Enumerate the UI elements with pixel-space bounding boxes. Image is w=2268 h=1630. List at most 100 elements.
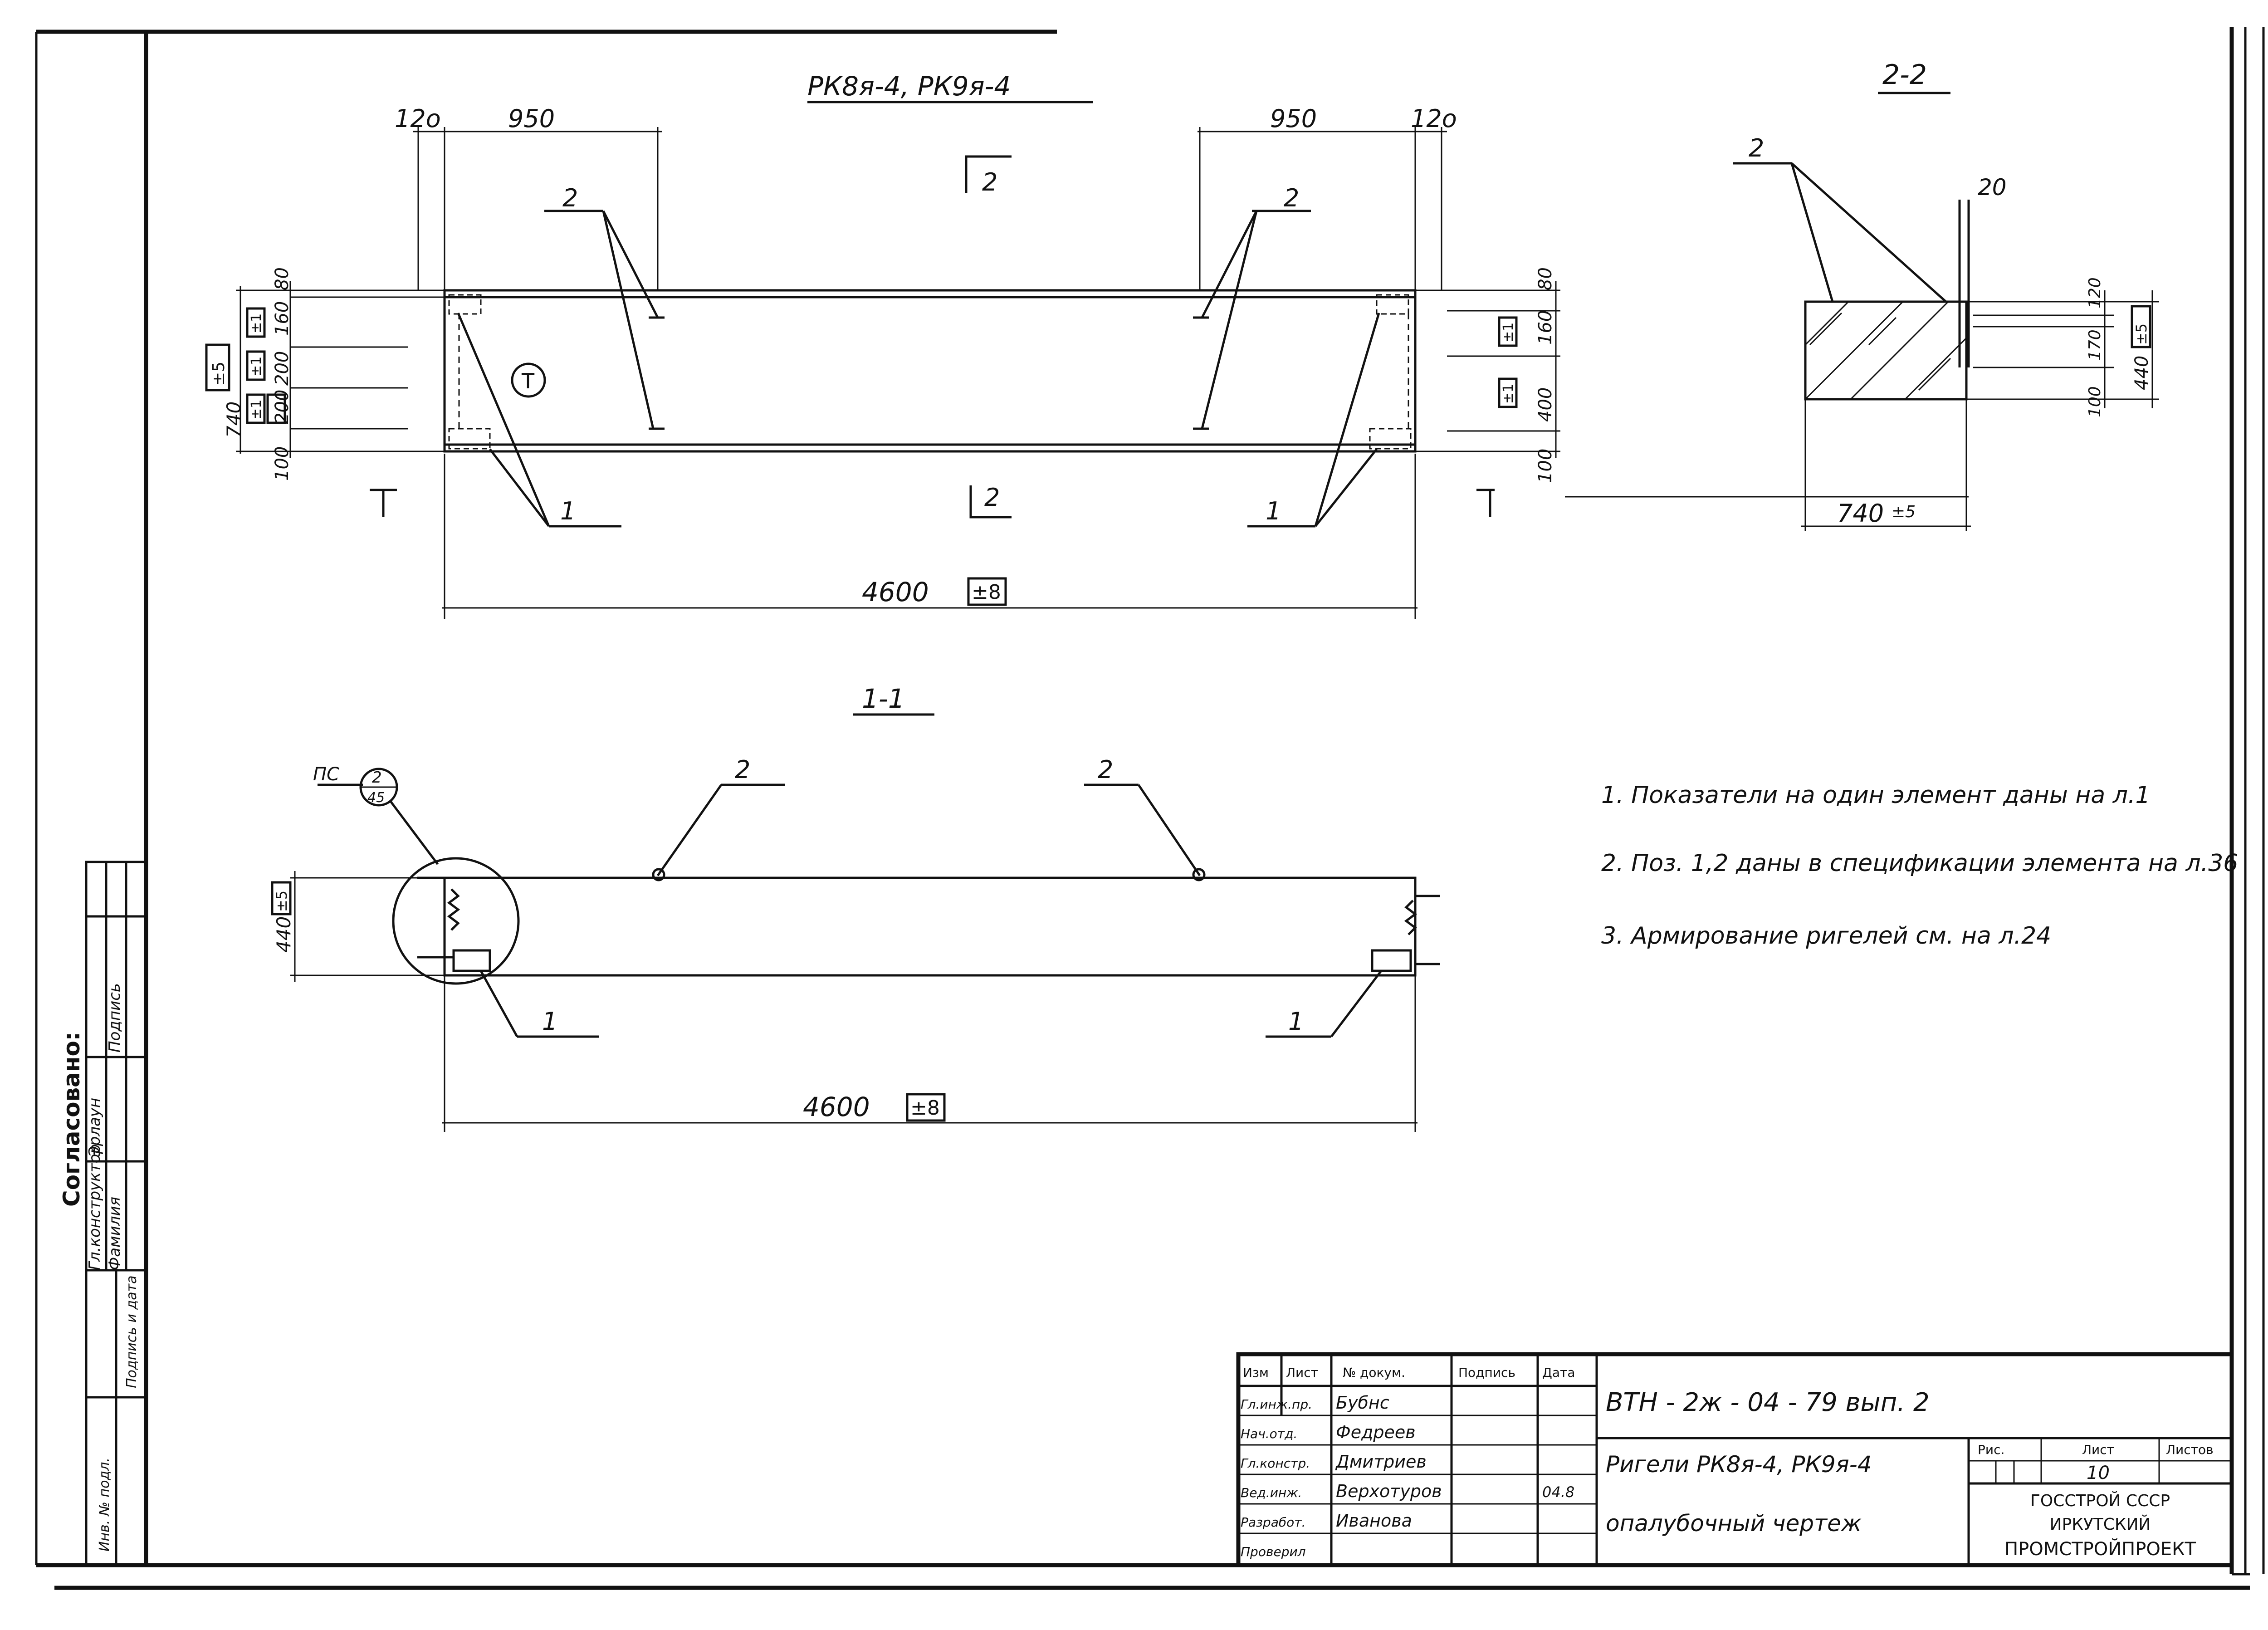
- tb-name-4: Иванова: [1336, 1511, 1412, 1531]
- tb-org-2: ИРКУТСКИЙ: [2050, 1515, 2151, 1534]
- section-2-2: 2-2 2 20 120 170 100 440 ±5: [1565, 59, 2159, 531]
- tb-title-line1: Ригели РК8я-4, РК9я-4: [1606, 1451, 1872, 1478]
- section-1-label-1-left: 1: [542, 1007, 557, 1036]
- tb-col-sign: Подпись: [1458, 1365, 1515, 1380]
- dim-right-span: 950: [1270, 104, 1317, 133]
- section-2-shape: [1804, 300, 1968, 401]
- top-label-2-left: 2: [562, 184, 578, 212]
- tb-role-3: Вед.инж.: [1241, 1485, 1302, 1500]
- top-label-1-left: 1: [560, 497, 576, 525]
- tb-sheet-label: Лист: [2082, 1442, 2114, 1457]
- side-stamp-row2: Фамилия: [106, 1197, 124, 1270]
- tb-name-1: Федреев: [1336, 1422, 1416, 1442]
- section-2-width: 740: [1837, 499, 1884, 528]
- right-dim-0: 80: [1535, 267, 1556, 290]
- callout-num: 2: [372, 768, 382, 787]
- callout-den: 45: [367, 790, 385, 806]
- section-2-title: 2-2: [1882, 59, 1927, 91]
- right-tol-0: ±1: [1501, 323, 1516, 343]
- dim-left-edge: 12о: [395, 104, 441, 133]
- section-2-width-tol: ±5: [1892, 503, 1916, 521]
- left-height-dims: 740 ±5 80 160 200 200 100 ±1 ±1 ±1: [205, 267, 445, 481]
- top-view-title: РК8я-4, РК9я-4: [807, 71, 1011, 102]
- title-block: Изм Лист № докум. Подпись Дата Гл.инж.пр…: [1236, 1352, 2234, 1567]
- left-height-tol: ±5: [210, 362, 228, 386]
- section-2-rdim-2: 100: [2086, 386, 2104, 417]
- right-dim-3: 100: [1535, 449, 1556, 483]
- left-tol-1: ±1: [249, 357, 264, 377]
- tb-name-2: Дмитриев: [1335, 1452, 1427, 1472]
- tb-role-2: Гл.констр.: [1241, 1456, 1310, 1471]
- top-label-2-right: 2: [1284, 184, 1299, 212]
- dim-left-span: 950: [508, 104, 555, 133]
- tb-sheet-no: 10: [2087, 1463, 2110, 1483]
- tb-date-3: 04.8: [1542, 1483, 1574, 1501]
- left-dim-1: 160: [272, 301, 293, 336]
- section-mark-bottom: 2: [984, 483, 1000, 512]
- side-stamp-row1b: Эрлаун: [86, 1098, 104, 1157]
- section-2-label-2: 2: [1749, 134, 1764, 162]
- tb-name-0: Бубнс: [1336, 1393, 1389, 1413]
- section-2-rdim-1: 170: [2086, 329, 2104, 361]
- section-1-label-2-right: 2: [1098, 755, 1113, 784]
- section-1-height: 440: [273, 916, 295, 953]
- section-1-dim-total-tol: ±8: [910, 1096, 940, 1120]
- section-2-rdim-0: 120: [2086, 277, 2104, 308]
- section-2-height-tol: ±5: [2133, 323, 2150, 345]
- beam-outline: [443, 289, 1417, 453]
- callout-prefix: ПС: [313, 764, 339, 785]
- left-dim-4: 100: [272, 446, 293, 481]
- note-2: 2. Поз. 1,2 даны в спецификации элемента…: [1601, 850, 2238, 877]
- section-1-label-2-left: 2: [735, 755, 750, 784]
- tb-role-4: Разработ.: [1241, 1515, 1305, 1530]
- left-tol-2: ±1: [249, 400, 264, 420]
- tb-org-3: ПРОМСТРОЙПРОЕКТ: [2004, 1538, 2196, 1560]
- tb-doc-code: ВТН - 2ж - 04 - 79 вып. 2: [1606, 1388, 1930, 1417]
- top-label-1-right: 1: [1266, 497, 1281, 525]
- note-3: 3. Армирование ригелей см. на л.24: [1601, 922, 2051, 950]
- side-stamp: Согласовано: Гл.конструктор Эрлаун Фамил…: [59, 861, 147, 1566]
- tb-org-1: ГОССТРОЙ СССР: [2030, 1491, 2170, 1510]
- side-stamp-title: Согласовано:: [59, 1032, 85, 1207]
- left-tol-0: ±1: [249, 313, 264, 333]
- tb-stage-label: Рис.: [1978, 1442, 2004, 1457]
- section-1-dim-total: 4600: [803, 1092, 870, 1122]
- top-dim-total-tol: ±8: [972, 581, 1001, 604]
- tb-role-1: Нач.отд.: [1241, 1426, 1297, 1441]
- side-stamp-inv: Инв. № подл.: [97, 1458, 112, 1552]
- side-stamp-sign-date: Подпись и дата: [124, 1276, 140, 1389]
- tb-col-list: Лист: [1286, 1365, 1318, 1380]
- right-dim-2: 400: [1535, 387, 1556, 422]
- sheet-frame: [35, 27, 2265, 1590]
- right-tol-1: ±1: [1501, 384, 1516, 404]
- section-2-height: 440: [2131, 356, 2152, 390]
- left-dim-2: 200: [272, 351, 293, 386]
- tb-col-date: Дата: [1542, 1365, 1575, 1380]
- right-dim-1: 160: [1535, 310, 1556, 345]
- section-1-label-1-right: 1: [1288, 1007, 1304, 1036]
- side-stamp-row2b: Подпись: [106, 983, 124, 1052]
- tb-role-5: Проверил: [1241, 1544, 1306, 1559]
- tb-name-3: Верхотуров: [1336, 1481, 1442, 1501]
- tb-col-izm: Изм: [1243, 1365, 1269, 1380]
- dim-right-edge: 12о: [1411, 104, 1457, 133]
- section-2-dim-top: 20: [1978, 174, 2007, 201]
- tb-col-doc: № докум.: [1343, 1365, 1405, 1380]
- side-stamp-row1: Гл.конструктор: [86, 1144, 104, 1270]
- note-1: 1. Показатели на один элемент даны на л.…: [1601, 782, 2151, 809]
- right-height-dims: 80 160 400 100 ±1 ±1: [1415, 267, 1560, 483]
- section-1-1: 1-1 ПС 2 45 2 2 1 1: [271, 683, 1440, 1132]
- tb-title-line2: опалубочный чертеж: [1606, 1510, 1862, 1537]
- notes: 1. Показатели на один элемент даны на л.…: [1601, 782, 2238, 950]
- section-1-height-tol: ±5: [273, 891, 290, 912]
- top-view: РК8я-4, РК9я-4 12о 950 950 12о 2: [205, 71, 1560, 619]
- callout-t: Т: [521, 369, 535, 393]
- tb-role-0: Гл.инж.пр.: [1241, 1397, 1312, 1412]
- top-dim-total: 4600: [862, 577, 929, 607]
- section-1-beam: [443, 876, 1417, 977]
- tb-sheets-label: Листов: [2166, 1442, 2214, 1457]
- section-mark-top: 2: [982, 168, 997, 196]
- left-dim-0: 80: [272, 267, 293, 290]
- section-1-title: 1-1: [862, 683, 905, 714]
